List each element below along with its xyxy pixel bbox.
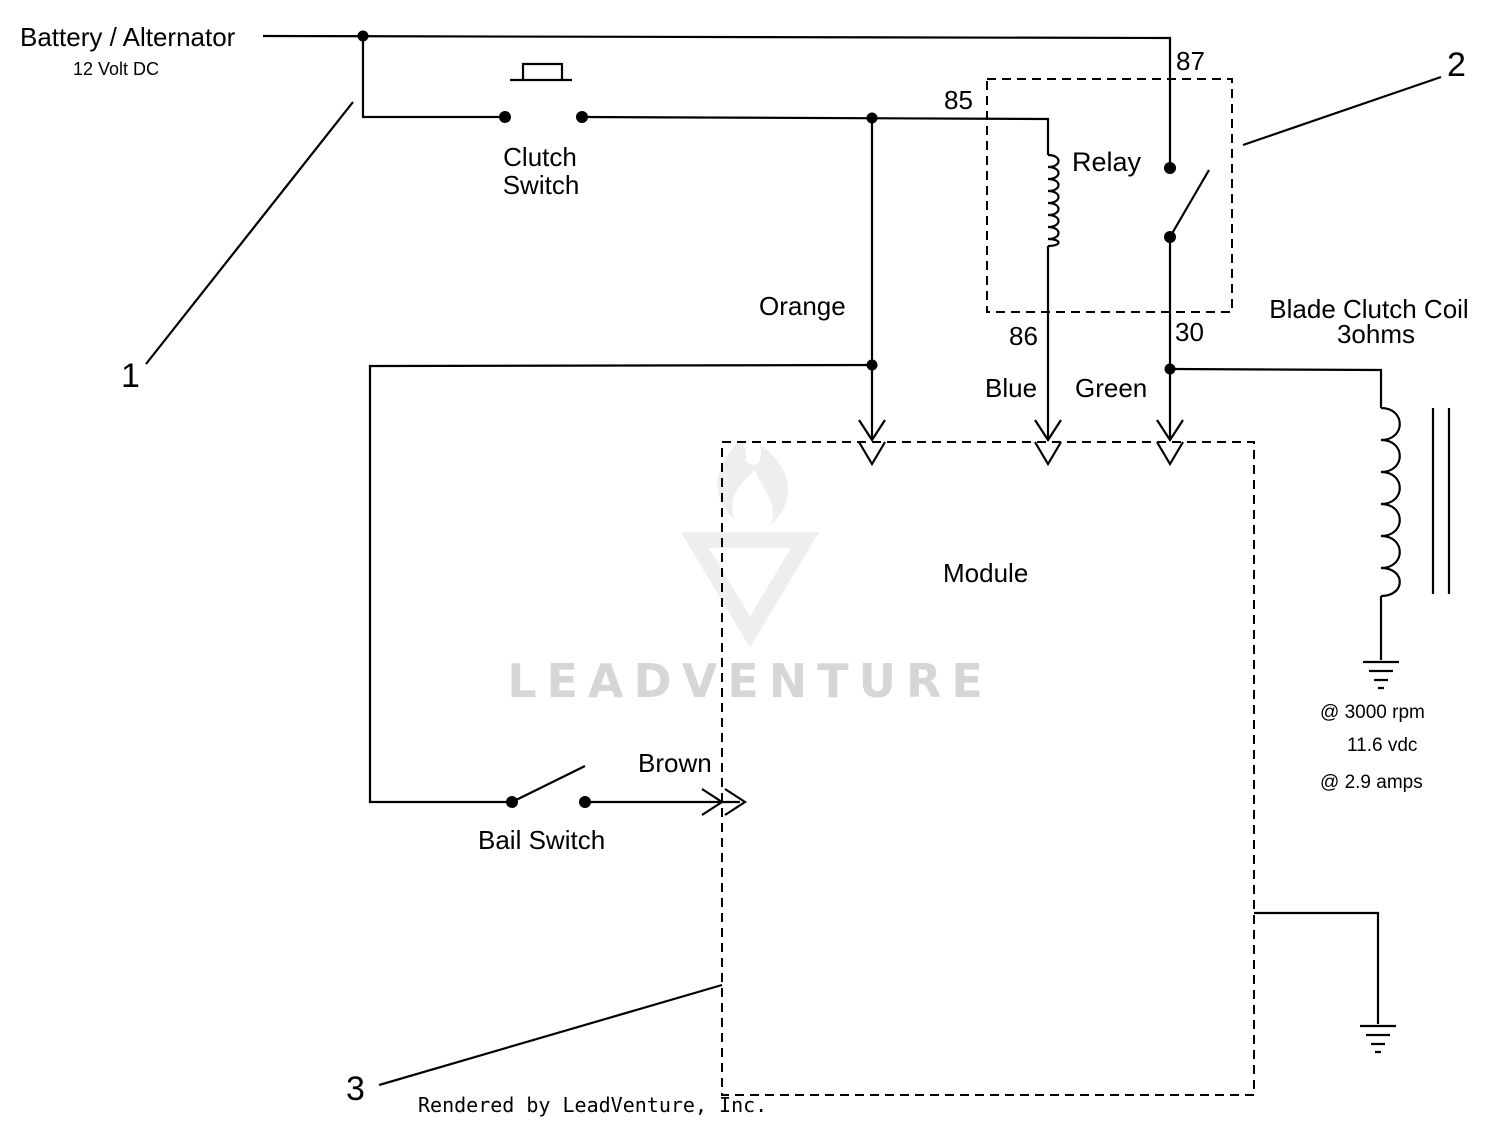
- wire-blue-label: Blue: [985, 373, 1037, 403]
- relay-switch-contacts: [1164, 162, 1210, 438]
- wire-brown-label: Brown: [638, 748, 712, 778]
- module-box: [721, 441, 1255, 1096]
- pin-87-label: 87: [1176, 46, 1205, 76]
- ground-icon: [1360, 1024, 1396, 1054]
- module-label: Module: [943, 558, 1028, 588]
- module-ground-wire: [1254, 911, 1396, 1054]
- clutch-switch-label: Switch: [503, 170, 580, 200]
- battery-label: Battery / Alternator: [20, 22, 236, 52]
- relay-label: Relay: [1072, 147, 1142, 177]
- callout-2-leader: [1242, 75, 1442, 147]
- clutch-switch-symbol: [499, 62, 588, 123]
- wire-orange: [368, 118, 878, 804]
- coil-resistance-label: 3ohms: [1337, 319, 1415, 349]
- bail-switch-label: Bail Switch: [478, 825, 605, 855]
- bail-switch-symbol: [506, 765, 740, 808]
- callout-1-leader: [145, 101, 354, 365]
- callout-2: 2: [1447, 46, 1466, 84]
- junction-dot: [357, 30, 369, 42]
- callout-1: 1: [121, 357, 140, 395]
- pin-85-label: 85: [944, 85, 973, 115]
- callout-3: 3: [346, 1070, 365, 1108]
- wire-orange-label: Orange: [759, 291, 846, 321]
- battery-wiring: [262, 30, 1172, 168]
- wire-85: [581, 112, 1050, 155]
- pin-30-label: 30: [1175, 317, 1204, 347]
- pin-86-label: 86: [1009, 321, 1038, 351]
- spec-vdc: 11.6 vdc: [1347, 735, 1417, 756]
- wire-green-coil: [1164, 363, 1383, 408]
- relay-box: [986, 78, 1233, 313]
- watermark-brand: LEADVENTURE: [507, 654, 993, 708]
- ground-icon: [1363, 660, 1399, 690]
- watermark-logo-icon: [680, 440, 820, 648]
- wire-green-label: Green: [1075, 373, 1147, 403]
- callout-3-leader: [378, 983, 723, 1087]
- coil-label: Blade Clutch Coil: [1269, 294, 1468, 324]
- credit-text: Rendered by LeadVenture, Inc.: [418, 1093, 767, 1117]
- clutch-switch-label: Clutch: [503, 142, 577, 172]
- blade-clutch-coil-icon: [1379, 406, 1451, 660]
- relay-coil-icon: [1046, 153, 1060, 438]
- spec-rpm: @ 3000 rpm: [1320, 702, 1425, 723]
- spec-amps: @ 2.9 amps: [1320, 772, 1423, 793]
- battery-voltage-label: 12 Volt DC: [73, 59, 159, 79]
